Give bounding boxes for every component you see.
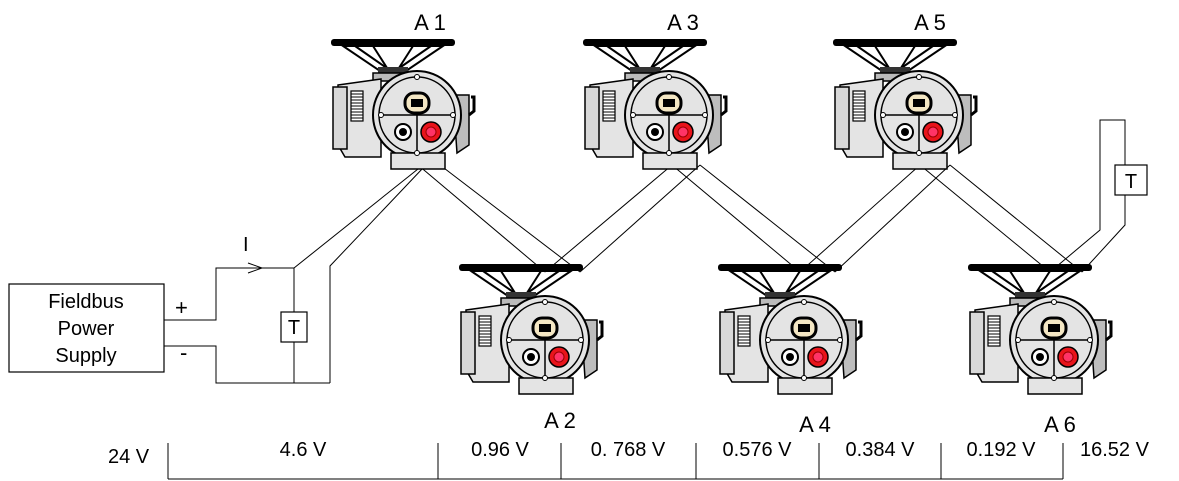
- actuator-a3-label: A 3: [667, 10, 699, 35]
- actuator-a5-label: A 5: [914, 10, 946, 35]
- power-supply-label-line-1: Fieldbus: [48, 291, 124, 313]
- power-supply-label-line-3: Supply: [55, 345, 116, 367]
- voltage-segment-2: 0.96 V: [471, 439, 529, 461]
- actuator-a1-icon: [329, 37, 476, 171]
- actuator-a3-icon: [581, 37, 728, 171]
- voltage-segment-4: 0.576 V: [723, 439, 793, 461]
- power-supply-box: [8, 283, 165, 373]
- voltage-start: 24 V: [108, 446, 150, 468]
- actuator-a4-label: A 4: [799, 412, 831, 437]
- actuator-a2-label: A 2: [544, 408, 576, 433]
- voltage-segment-6: 0.192 V: [967, 439, 1037, 461]
- actuator-a2-icon: [457, 262, 604, 396]
- actuator-a4-icon: [716, 262, 863, 396]
- actuator-a6-label: A 6: [1044, 412, 1076, 437]
- terminator-left: [280, 311, 308, 343]
- supply-wiring: [164, 164, 424, 384]
- voltage-segment-3: 0. 768 V: [591, 439, 666, 461]
- plus-terminal-label: +: [175, 295, 188, 320]
- current-arrow-icon: [247, 262, 264, 274]
- actuator-a1-label: A 1: [414, 10, 446, 35]
- voltage-end: 16.52 V: [1080, 439, 1150, 461]
- current-label: I: [243, 234, 249, 256]
- terminator-left-label: T: [288, 317, 300, 339]
- actuator-a6-icon: [966, 262, 1113, 396]
- bus-cable: [417, 119, 1126, 273]
- voltage-scale-axis: [167, 443, 1064, 480]
- voltage-segment-5: 0.384 V: [846, 439, 916, 461]
- minus-terminal-label: -: [180, 340, 187, 365]
- terminator-right-label: T: [1125, 171, 1137, 193]
- voltage-segment-1: 4.6 V: [280, 439, 327, 461]
- terminator-right: [1114, 164, 1148, 196]
- actuator-a5-icon: [831, 37, 978, 171]
- power-supply-label-line-2: Power: [58, 318, 115, 340]
